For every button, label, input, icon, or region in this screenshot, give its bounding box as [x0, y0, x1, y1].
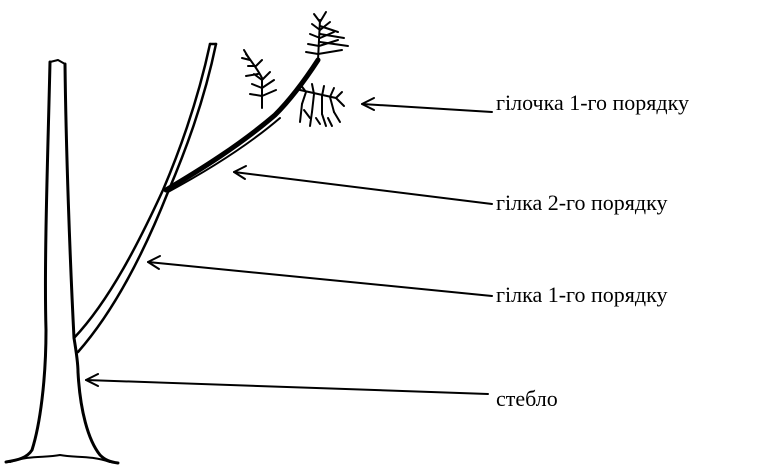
twigs-first-order-shape — [241, 11, 349, 127]
pointer-arrows — [85, 97, 493, 395]
branch-second-order-shape — [163, 57, 321, 193]
arrow-branch-first-order — [147, 255, 493, 297]
label-stem: стебло — [496, 386, 558, 411]
label-branch-second-order: гілка 2-го порядку — [496, 190, 668, 215]
stem-shape — [4, 59, 120, 465]
arrow-twig-first-order — [361, 97, 493, 113]
arrow-branch-second-order — [233, 165, 493, 205]
arrow-stem — [85, 373, 489, 395]
label-branch-first-order: гілка 1-го порядку — [496, 282, 668, 307]
branch-first-order-shape — [72, 42, 218, 354]
label-twig-first-order: гілочка 1-го порядку — [496, 90, 689, 115]
